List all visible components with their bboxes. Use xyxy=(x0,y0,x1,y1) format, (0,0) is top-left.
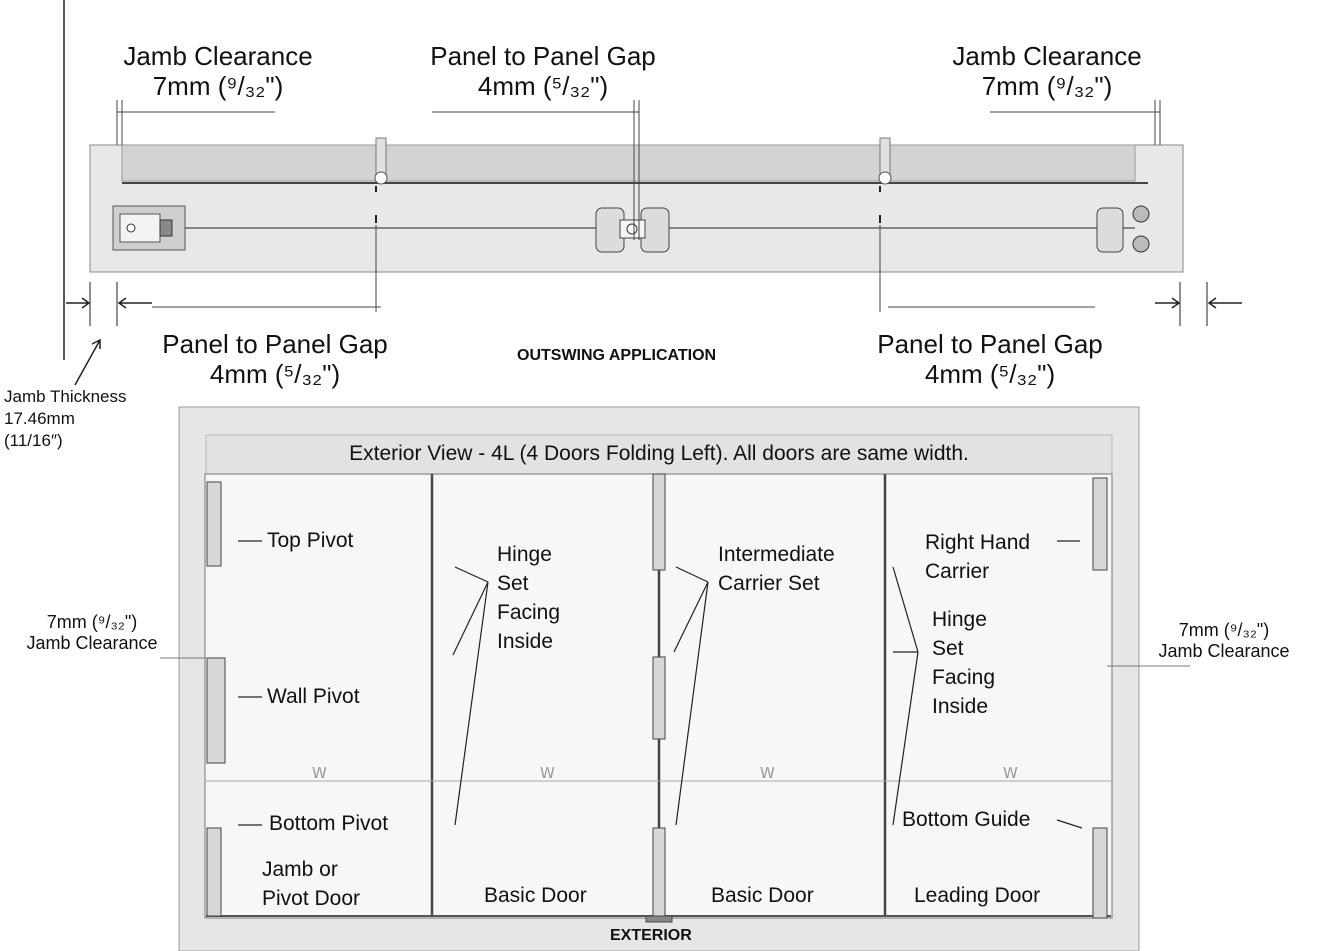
hinge-set-2-label: Hinge Set Facing Inside xyxy=(932,606,995,722)
outswing-section xyxy=(63,0,1242,386)
label-line: Pivot Door xyxy=(262,886,361,910)
label-value: 4mm (⁵/₃₂") xyxy=(924,358,1056,389)
label-line: Jamb or xyxy=(262,858,338,881)
right-hand-carrier-label: Right Hand Carrier xyxy=(925,529,1030,587)
label-title: Jamb Clearance xyxy=(952,41,1142,71)
label-title: Jamb Clearance xyxy=(123,41,313,71)
right-hand-carrier-wheels xyxy=(1096,205,1150,253)
width-mark: W xyxy=(760,764,775,782)
label-value: 4mm (⁵/₃₂") xyxy=(477,70,609,101)
right-carrier-hardware xyxy=(1092,477,1108,571)
side-clearance-right: 7mm (⁹/₃₂") Jamb Clearance xyxy=(1138,620,1310,661)
label-title: Panel to Panel Gap xyxy=(877,329,1103,359)
label-line: Jamb Clearance xyxy=(26,632,158,653)
label-title: Panel to Panel Gap xyxy=(162,329,388,359)
label-value: 7mm (⁹/₃₂") xyxy=(152,70,284,101)
label-line: Facing xyxy=(497,600,561,624)
top-pivot-hardware xyxy=(206,481,222,567)
pivot-block xyxy=(112,205,186,251)
label-line: (11/16″) xyxy=(4,431,63,451)
door-label-2: Basic Door xyxy=(484,884,587,907)
jamb-clearance-right-label: Jamb Clearance 7mm (⁹/₃₂") xyxy=(935,41,1159,102)
exterior-label: EXTERIOR xyxy=(610,927,692,944)
carrier-hinge-top xyxy=(652,473,666,571)
hinge-set-1-label: Hinge Set Facing Inside xyxy=(497,541,560,657)
wall-pivot-hardware xyxy=(206,657,226,764)
label-line: Jamb Clearance xyxy=(1158,640,1290,661)
bottom-guide-label: Bottom Guide xyxy=(902,808,1031,831)
label-line: Right Hand xyxy=(925,531,1031,554)
intermediate-carrier-label: Intermediate Carrier Set xyxy=(718,541,835,599)
label-line: Carrier xyxy=(925,559,990,583)
label-line: Inside xyxy=(932,694,989,718)
gap-center-label: Panel to Panel Gap 4mm (⁵/₃₂") xyxy=(408,41,678,102)
elevation-header: Exterior View - 4L (4 Doors Folding Left… xyxy=(349,442,969,465)
label-line: Carrier Set xyxy=(718,571,820,595)
gap-left-label: Panel to Panel Gap 4mm (⁵/₃₂") xyxy=(140,329,410,390)
label-value: 4mm (⁵/₃₂") xyxy=(209,358,341,389)
label-line: Set xyxy=(932,636,964,660)
intermediate-carrier-wheels xyxy=(595,207,670,253)
bottom-pivot-hardware xyxy=(206,827,222,917)
application-label: OUTSWING APPLICATION xyxy=(517,347,717,364)
label-line: Hinge xyxy=(497,543,552,566)
label-line: 17.46mm xyxy=(4,409,75,429)
label-value: 7mm (⁹/₃₂") xyxy=(981,70,1113,101)
label-line: 7mm (⁹/₃₂") xyxy=(46,612,138,632)
label-line: Set xyxy=(497,571,529,595)
label-line: Facing xyxy=(932,665,996,689)
door-label-3: Basic Door xyxy=(711,884,814,907)
header-band xyxy=(205,434,1113,475)
elevation-section xyxy=(160,406,1190,951)
bottom-guide-hardware xyxy=(1092,827,1108,919)
top-pivot-label: Top Pivot xyxy=(267,529,354,552)
door-label-1: Jamb or Pivot Door xyxy=(262,856,360,914)
panel-joint-right xyxy=(878,137,892,223)
panel-joint-left xyxy=(374,137,388,223)
gap-right-label: Panel to Panel Gap 4mm (⁵/₃₂") xyxy=(855,329,1125,390)
label-line: 7mm (⁹/₃₂") xyxy=(1178,620,1270,640)
label-line: Intermediate xyxy=(718,543,835,566)
carrier-hinge-bottom xyxy=(652,827,666,917)
label-title: Panel to Panel Gap xyxy=(430,41,656,71)
carrier-hinge-mid xyxy=(652,656,666,740)
door-label-4: Leading Door xyxy=(914,884,1041,907)
label-line: Hinge xyxy=(932,608,987,631)
jamb-clearance-left-label: Jamb Clearance 7mm (⁹/₃₂") xyxy=(106,41,330,102)
width-mark: W xyxy=(540,764,555,782)
label-line: Jamb Thickness xyxy=(4,387,127,406)
width-mark: W xyxy=(312,764,327,782)
jamb-thickness-label: Jamb Thickness 17.46mm (11/16″) xyxy=(4,386,127,452)
header-channel xyxy=(121,144,1136,182)
bottom-pivot-label: Bottom Pivot xyxy=(269,812,389,835)
label-line: Inside xyxy=(497,629,554,653)
wall-pivot-label: Wall Pivot xyxy=(267,685,360,708)
width-mark: W xyxy=(1003,764,1018,782)
side-clearance-left: 7mm (⁹/₃₂") Jamb Clearance xyxy=(6,612,178,653)
